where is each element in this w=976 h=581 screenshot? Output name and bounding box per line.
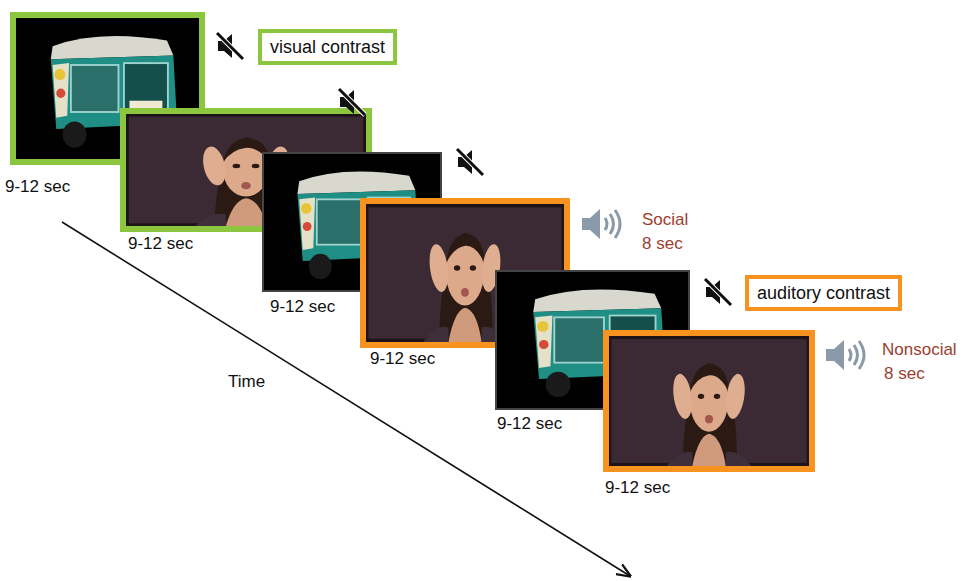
sound-type-label: Social [642, 210, 688, 230]
mute-icon [339, 89, 365, 115]
duration-label: 9-12 sec [270, 297, 335, 317]
duration-label: 9-12 sec [605, 478, 670, 498]
duration-label: 9-12 sec [370, 349, 435, 369]
mute-icon [217, 33, 243, 59]
sound-type-label: Nonsocial [882, 340, 957, 360]
duration-label: 9-12 sec [5, 177, 70, 197]
duration-label: 9-12 sec [497, 414, 562, 434]
speaker-icon [826, 340, 864, 370]
mute-icon [705, 279, 731, 305]
contrast-label: visual contrast [270, 36, 385, 58]
speaker-icon [582, 209, 620, 239]
sound-duration-label: 8 sec [642, 234, 683, 254]
contrast-box: auditory contrast [745, 275, 902, 311]
frame-face [603, 330, 815, 472]
contrast-box: visual contrast [258, 29, 397, 65]
sound-duration-label: 8 sec [884, 364, 925, 384]
contrast-label: auditory contrast [757, 282, 890, 304]
axis-label: Time [228, 372, 265, 392]
duration-label: 9-12 sec [128, 234, 193, 254]
mute-icon [457, 149, 483, 175]
